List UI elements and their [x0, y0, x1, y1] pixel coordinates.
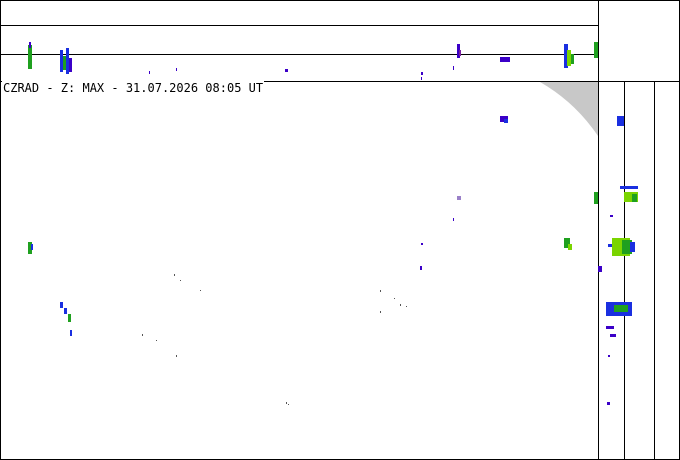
- side-profile-echoes: [594, 116, 638, 405]
- main-map-echoes: [28, 116, 598, 405]
- no-coverage-area: [540, 82, 598, 136]
- top-profile-echoes: [28, 42, 598, 80]
- product-title: CZRAD - Z: MAX - 31.07.2026 08:05 UT: [2, 81, 265, 96]
